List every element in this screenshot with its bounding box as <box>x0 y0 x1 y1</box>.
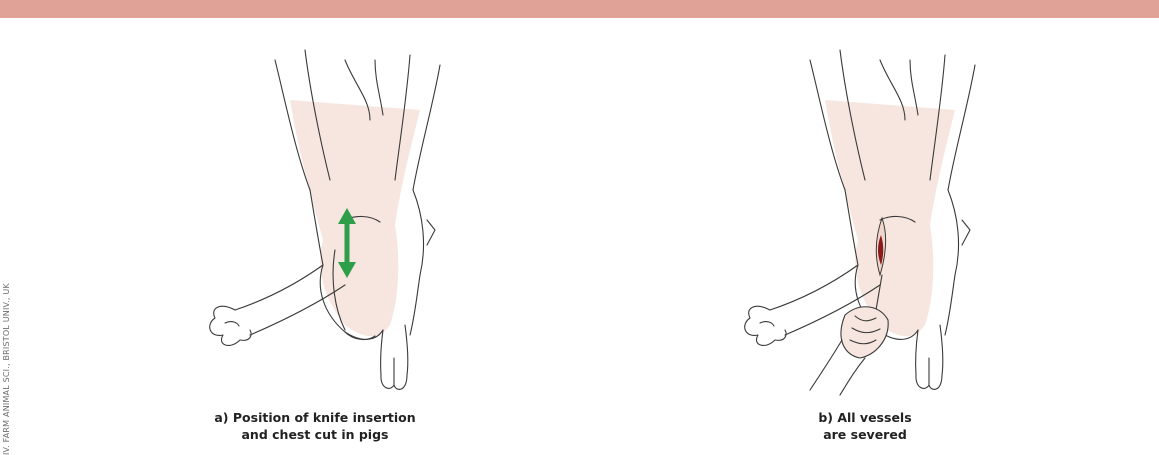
photo-credit-text: IV. FARM ANIMAL SCI., BRISTOL UNIV., UK <box>2 283 11 455</box>
caption-b: b) All vessels are severed <box>715 409 1015 443</box>
caption-a: a) Position of knife insertion and chest… <box>165 409 465 443</box>
caption-a-line2: and chest cut in pigs <box>165 426 465 443</box>
illustration-vessels-severed <box>730 40 990 395</box>
caption-b-line2: are severed <box>715 426 1015 443</box>
header-bar <box>0 0 1159 18</box>
caption-b-line1: b) All vessels <box>715 409 1015 426</box>
cut-direction-arrow <box>195 40 455 395</box>
photo-credit: IV. FARM ANIMAL SCI., BRISTOL UNIV., UK <box>0 245 14 455</box>
illustration-knife-insertion <box>195 40 455 395</box>
pig-chest-drawing-b <box>730 40 990 395</box>
caption-a-line1: a) Position of knife insertion <box>165 409 465 426</box>
